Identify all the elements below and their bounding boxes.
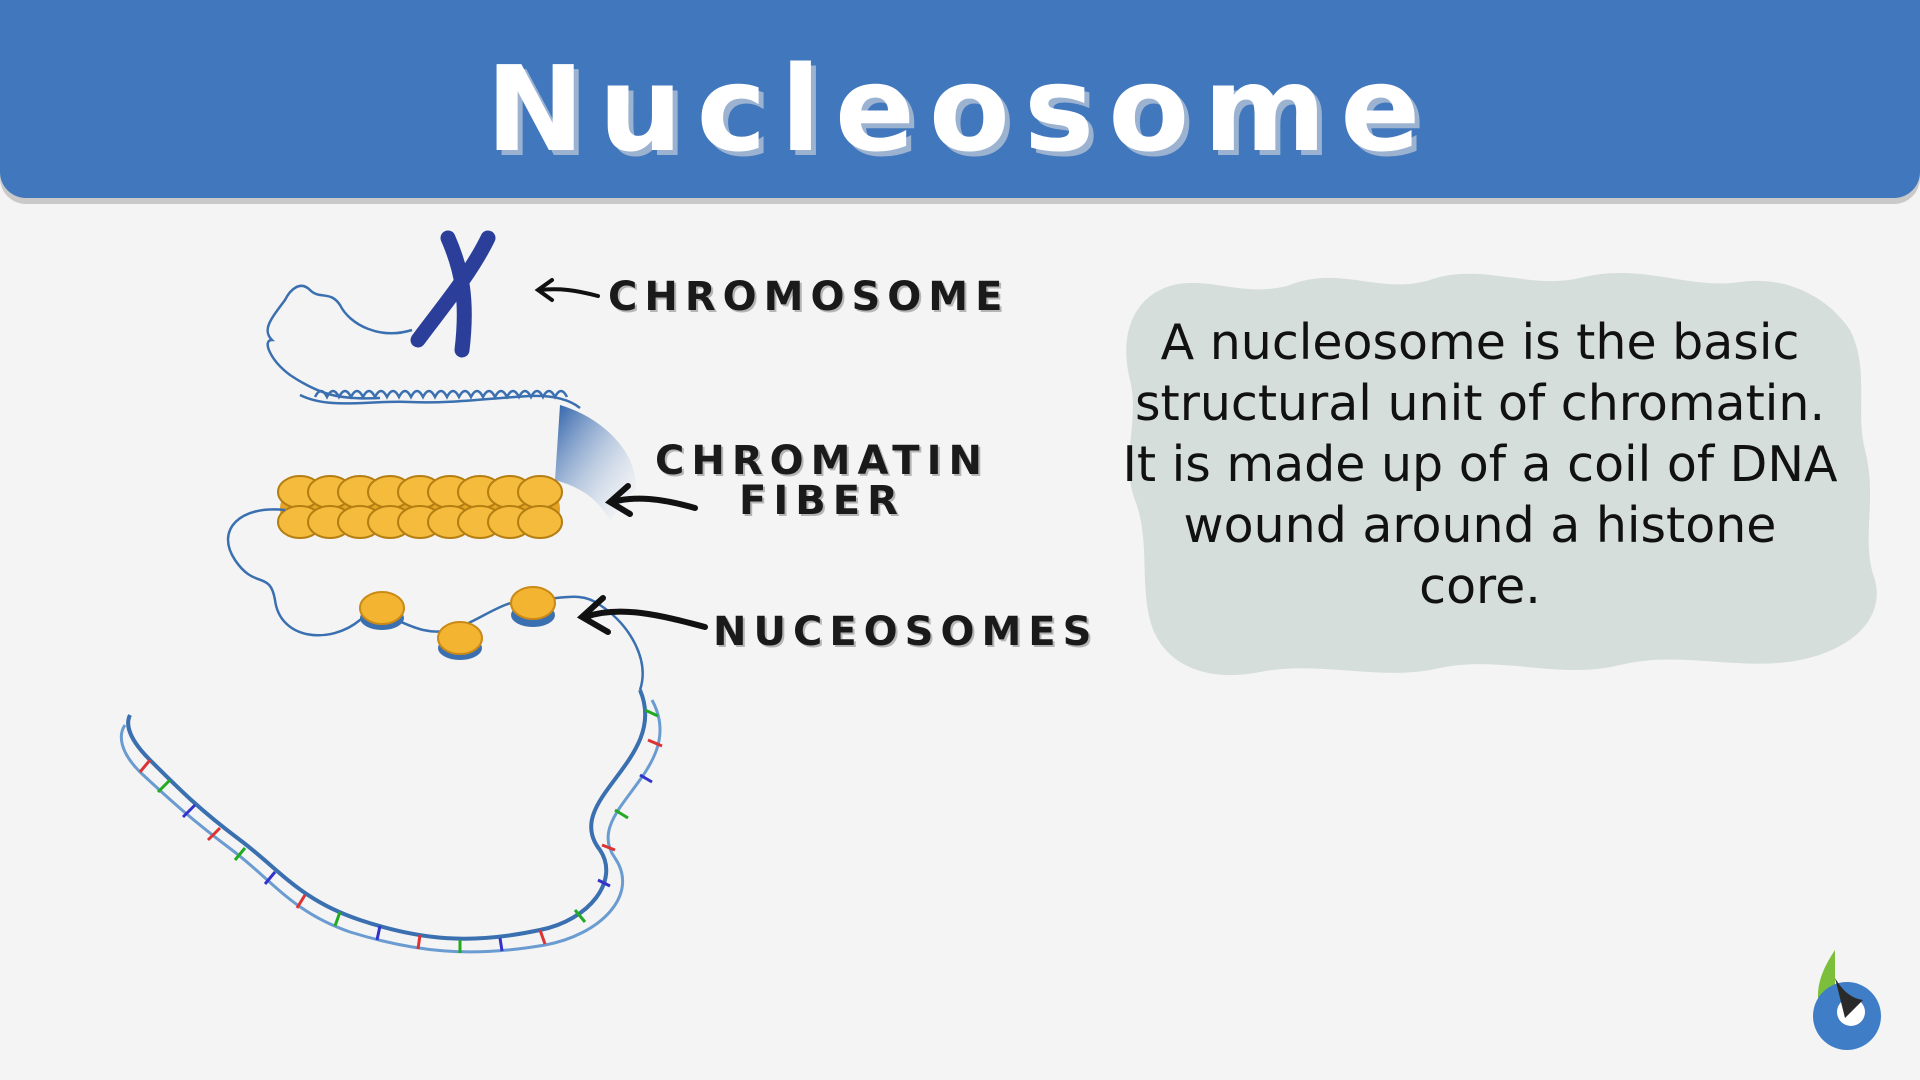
nucleosome-bead (510, 586, 556, 627)
nucleosome-bead (359, 591, 405, 630)
arrow-chromatin-fiber (604, 483, 698, 517)
label-chromatin-line2: FIBER (739, 478, 905, 524)
arrow-chromosome (534, 278, 600, 302)
nucleosome-beads (359, 586, 556, 660)
label-chromatin-fiber: CHROMATIN FIBER (655, 441, 989, 521)
header-banner: Nucleosome (0, 0, 1920, 198)
dna-thread (266, 284, 413, 400)
label-chromatin-line1: CHROMATIN (655, 438, 989, 484)
chromatin-fiber (277, 475, 563, 539)
page-title: Nucleosome (485, 40, 1435, 178)
biology-dictionary-logo-icon (1813, 950, 1881, 1050)
nucleosome-bead (437, 621, 483, 660)
coiled-fiber (299, 389, 581, 409)
dna-double-helix (119, 689, 663, 954)
description-cloud (1126, 272, 1877, 676)
fiber-funnel (555, 405, 636, 520)
label-chromosome: CHROMOSOME (608, 274, 1010, 320)
arrow-nucleosomes (576, 595, 708, 635)
definition-text: A nucleosome is the basic structural uni… (1122, 314, 1838, 615)
label-nucleosomes: NUCEOSOMES (713, 609, 1099, 655)
chromosome-shape (410, 230, 496, 358)
